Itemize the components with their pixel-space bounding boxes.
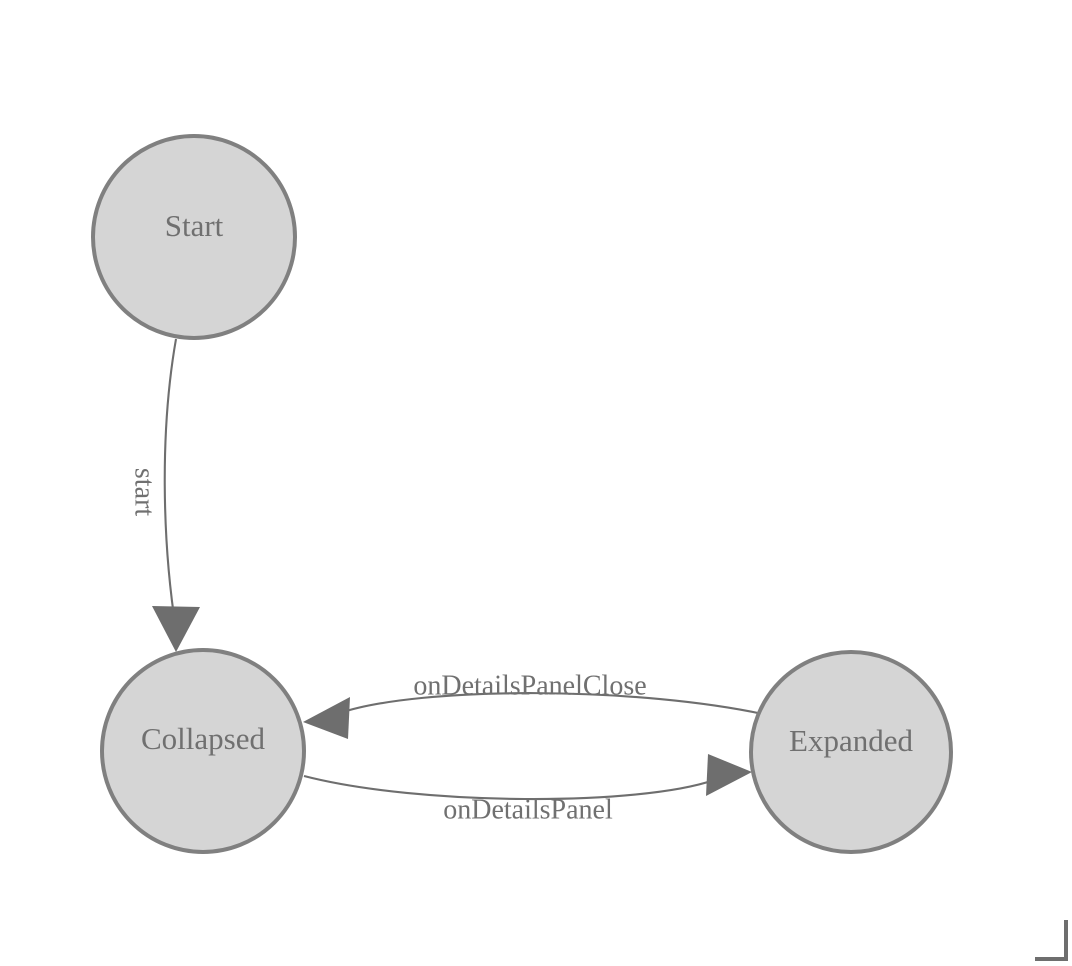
node-collapsed-label: Collapsed bbox=[141, 721, 265, 756]
edge-start-to-collapsed[interactable]: start bbox=[129, 338, 200, 652]
node-start-label: Start bbox=[165, 208, 224, 243]
edge-collapsed-to-expanded-label: onDetailsPanel bbox=[443, 794, 613, 825]
node-collapsed-shape bbox=[100, 648, 306, 854]
node-expanded[interactable]: Expanded bbox=[749, 650, 953, 854]
edge-expanded-to-collapsed-arrowhead-icon bbox=[303, 697, 350, 739]
edge-collapsed-to-expanded[interactable]: onDetailsPanel bbox=[303, 754, 752, 825]
edge-collapsed-to-expanded-arrowhead-icon bbox=[706, 754, 752, 796]
edge-collapsed-to-expanded-path bbox=[303, 774, 715, 801]
corner-resize-handle-vertical-bar bbox=[1064, 920, 1068, 961]
node-collapsed[interactable]: Collapsed bbox=[100, 648, 306, 854]
node-expanded-label: Expanded bbox=[789, 723, 913, 758]
edge-expanded-to-collapsed-path bbox=[339, 692, 773, 718]
node-start[interactable]: Start bbox=[91, 134, 297, 340]
edge-start-to-collapsed-arrowhead-icon bbox=[152, 606, 200, 652]
edge-expanded-to-collapsed[interactable]: onDetailsPanelClose bbox=[303, 670, 773, 739]
edge-start-to-collapsed-path bbox=[163, 338, 178, 631]
edge-expanded-to-collapsed-label: onDetailsPanelClose bbox=[413, 670, 646, 701]
node-start-shape bbox=[91, 134, 297, 340]
node-expanded-shape bbox=[749, 650, 953, 854]
corner-resize-handle-horizontal-bar bbox=[1035, 957, 1068, 961]
edge-start-to-collapsed-label: start bbox=[129, 468, 160, 516]
corner-resize-handle[interactable] bbox=[1035, 920, 1068, 961]
